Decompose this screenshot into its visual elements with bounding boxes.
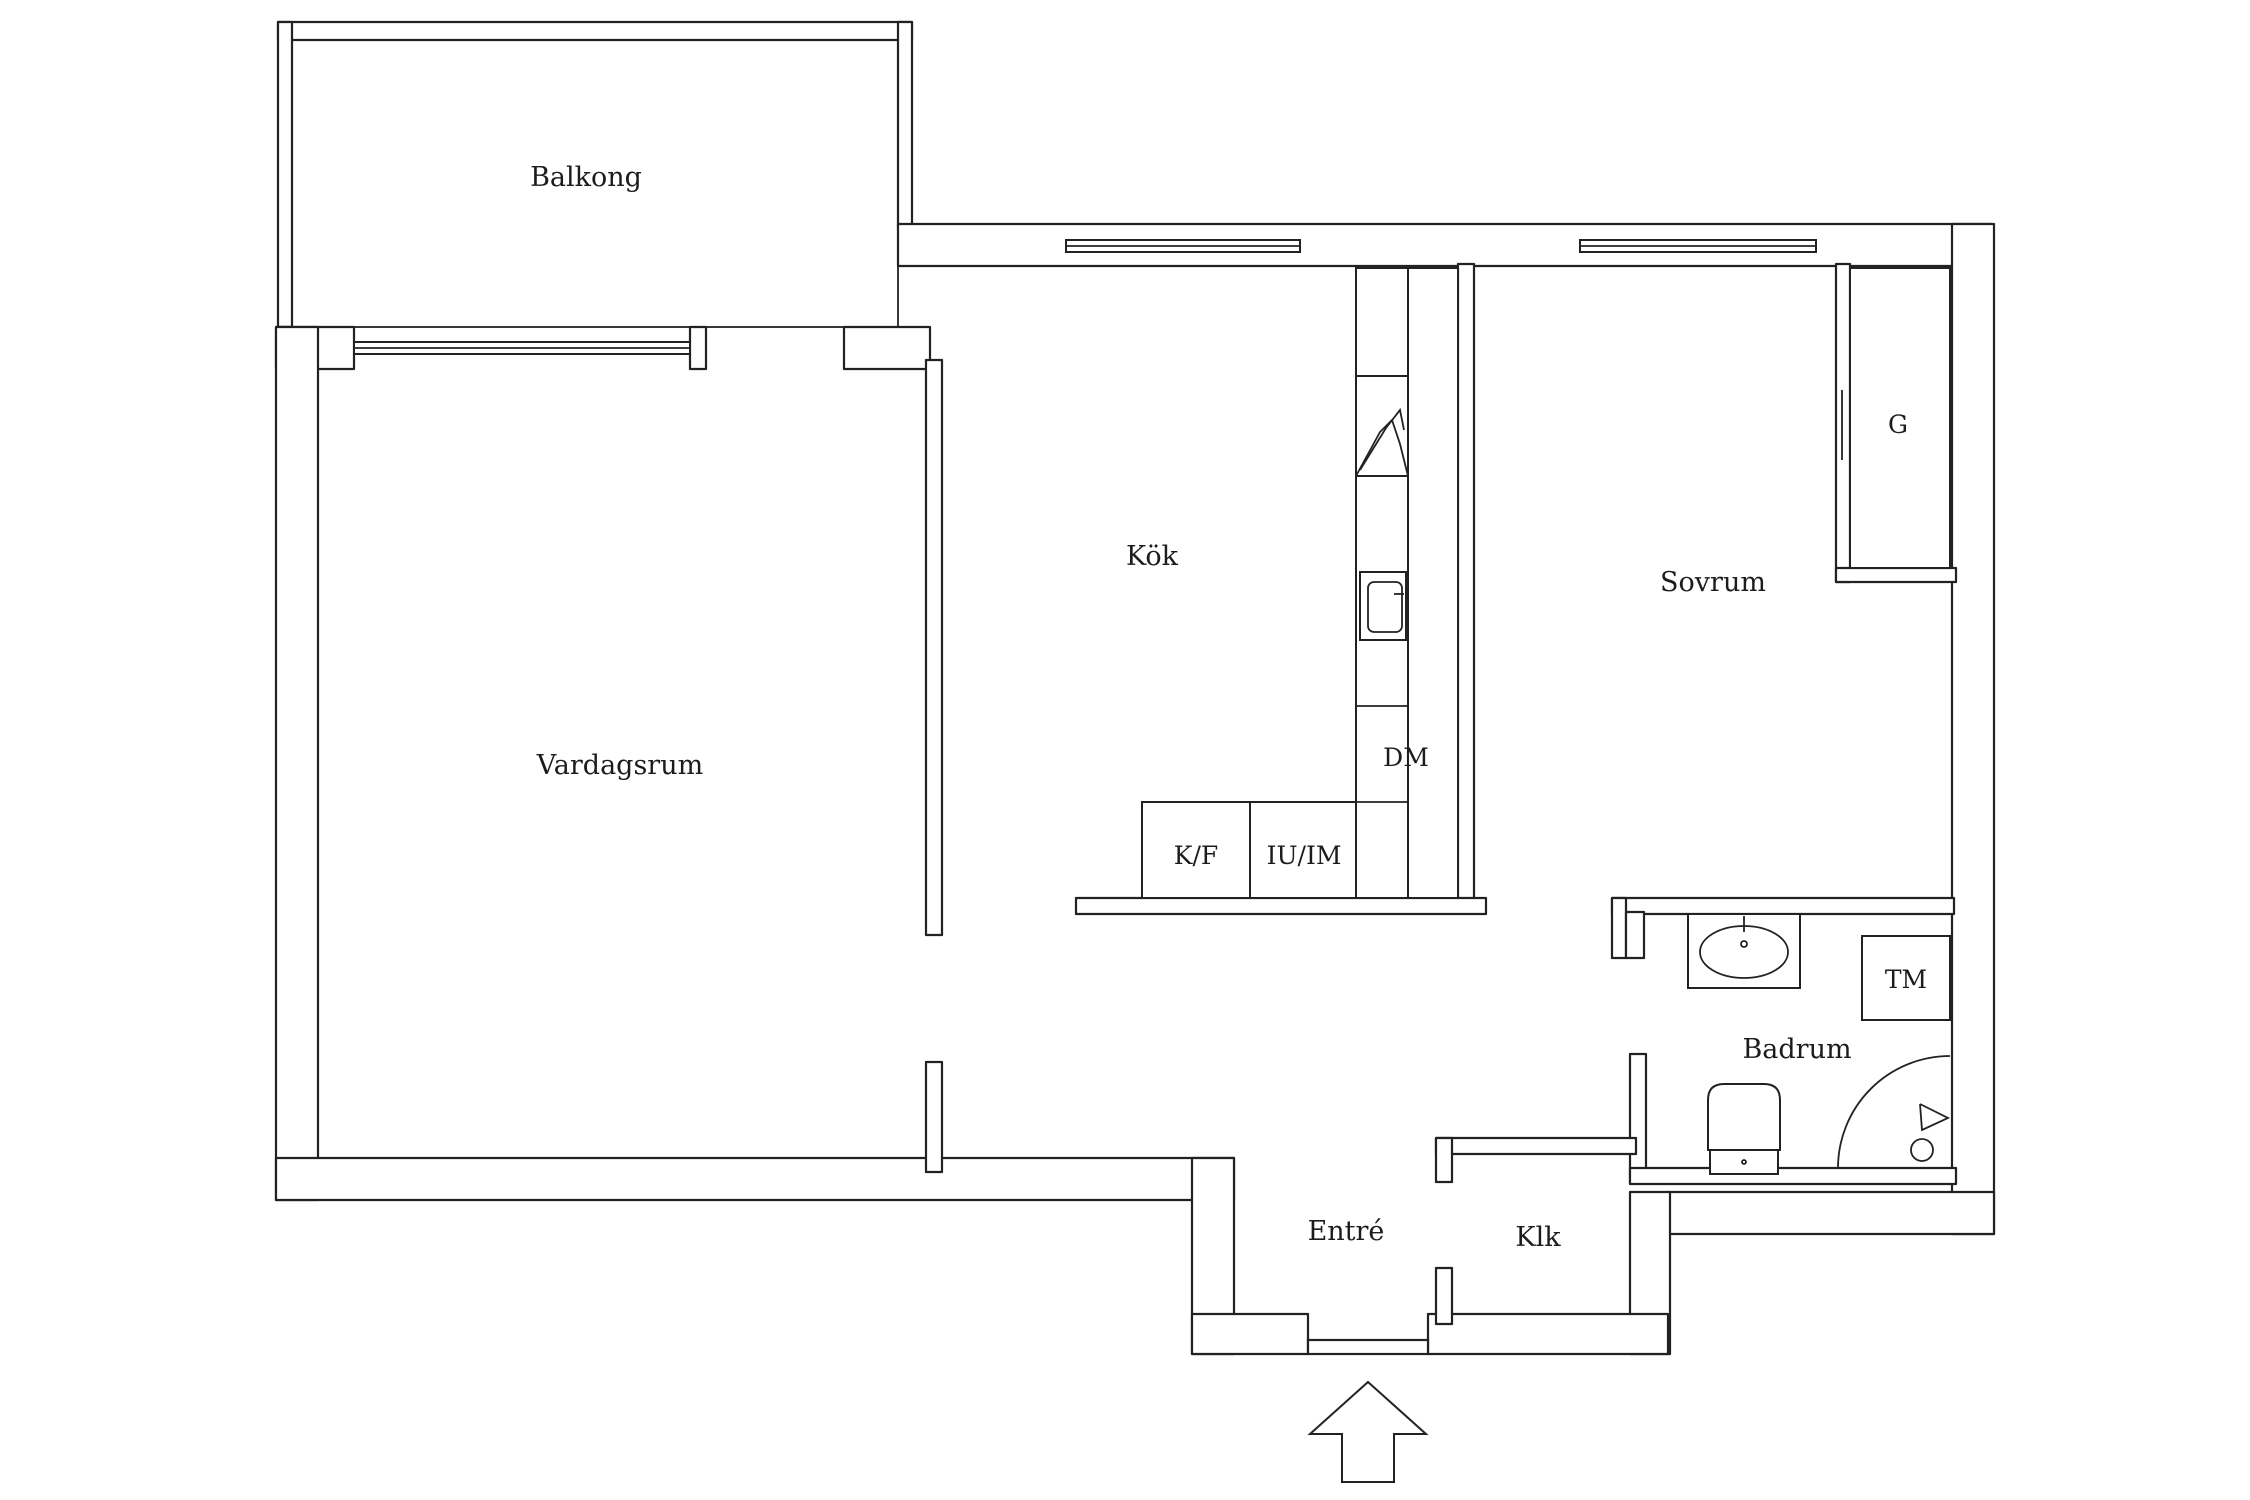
shower-icon [1837, 1055, 1951, 1169]
wardrobe [1841, 267, 1951, 569]
room-label-kok: Kök [1126, 541, 1179, 572]
fixture-label-garderob: G [1888, 410, 1908, 439]
entrance-arrow-icon [1307, 1380, 1429, 1483]
room-label-vardagsrum: Vardagsrum [536, 750, 703, 781]
room-label-badrum: Badrum [1742, 1034, 1851, 1065]
fixture-label-ugn-mikro: IU/IM [1267, 841, 1342, 870]
fixture-label-kyl-frys: K/F [1174, 841, 1218, 870]
washing-machine [1861, 935, 1951, 1021]
room-labels: Balkong Kök Sovrum Vardagsrum Badrum Ent… [530, 162, 1852, 1253]
kitchen-sink-icon [1359, 571, 1407, 641]
stove-icon [1355, 375, 1409, 477]
room-label-balkong: Balkong [530, 162, 642, 193]
room-label-klk: Klk [1515, 1222, 1561, 1253]
room-label-entre: Entré [1308, 1216, 1385, 1247]
balcony [276, 20, 914, 329]
fixture-label-diskmaskin: DM [1383, 743, 1429, 772]
room-label-sovrum: Sovrum [1660, 567, 1766, 598]
kitchen-cabinets [1141, 267, 1459, 899]
fixture-labels: G DM K/F IU/IM TM [1174, 410, 1927, 994]
toilet-icon [1707, 1083, 1781, 1175]
washbasin-icon [1687, 913, 1801, 989]
fixture-label-tvattmaskin: TM [1885, 965, 1927, 994]
windows [353, 239, 1817, 355]
